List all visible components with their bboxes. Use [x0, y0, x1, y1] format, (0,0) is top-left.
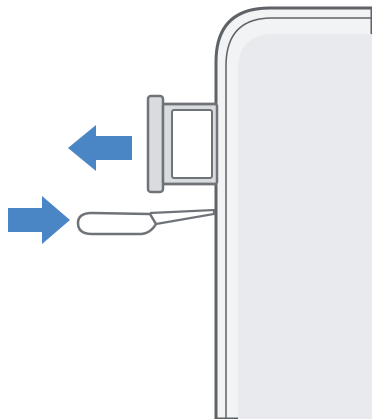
sim-eject-tool-loop: [76, 211, 158, 236]
phone: [214, 6, 372, 419]
sim-tray-icon: [146, 94, 219, 194]
sim-eject-tool-pin: [149, 208, 216, 226]
sim-tray-head: [146, 94, 165, 194]
phone-bezel-inner: [225, 17, 372, 419]
sim-tray-slot: [171, 109, 213, 179]
phone-screen: [238, 34, 372, 419]
arrow-right-icon: [8, 196, 70, 244]
arrow-left-icon: [68, 125, 132, 171]
sim-eject-tool-icon: [76, 208, 216, 236]
